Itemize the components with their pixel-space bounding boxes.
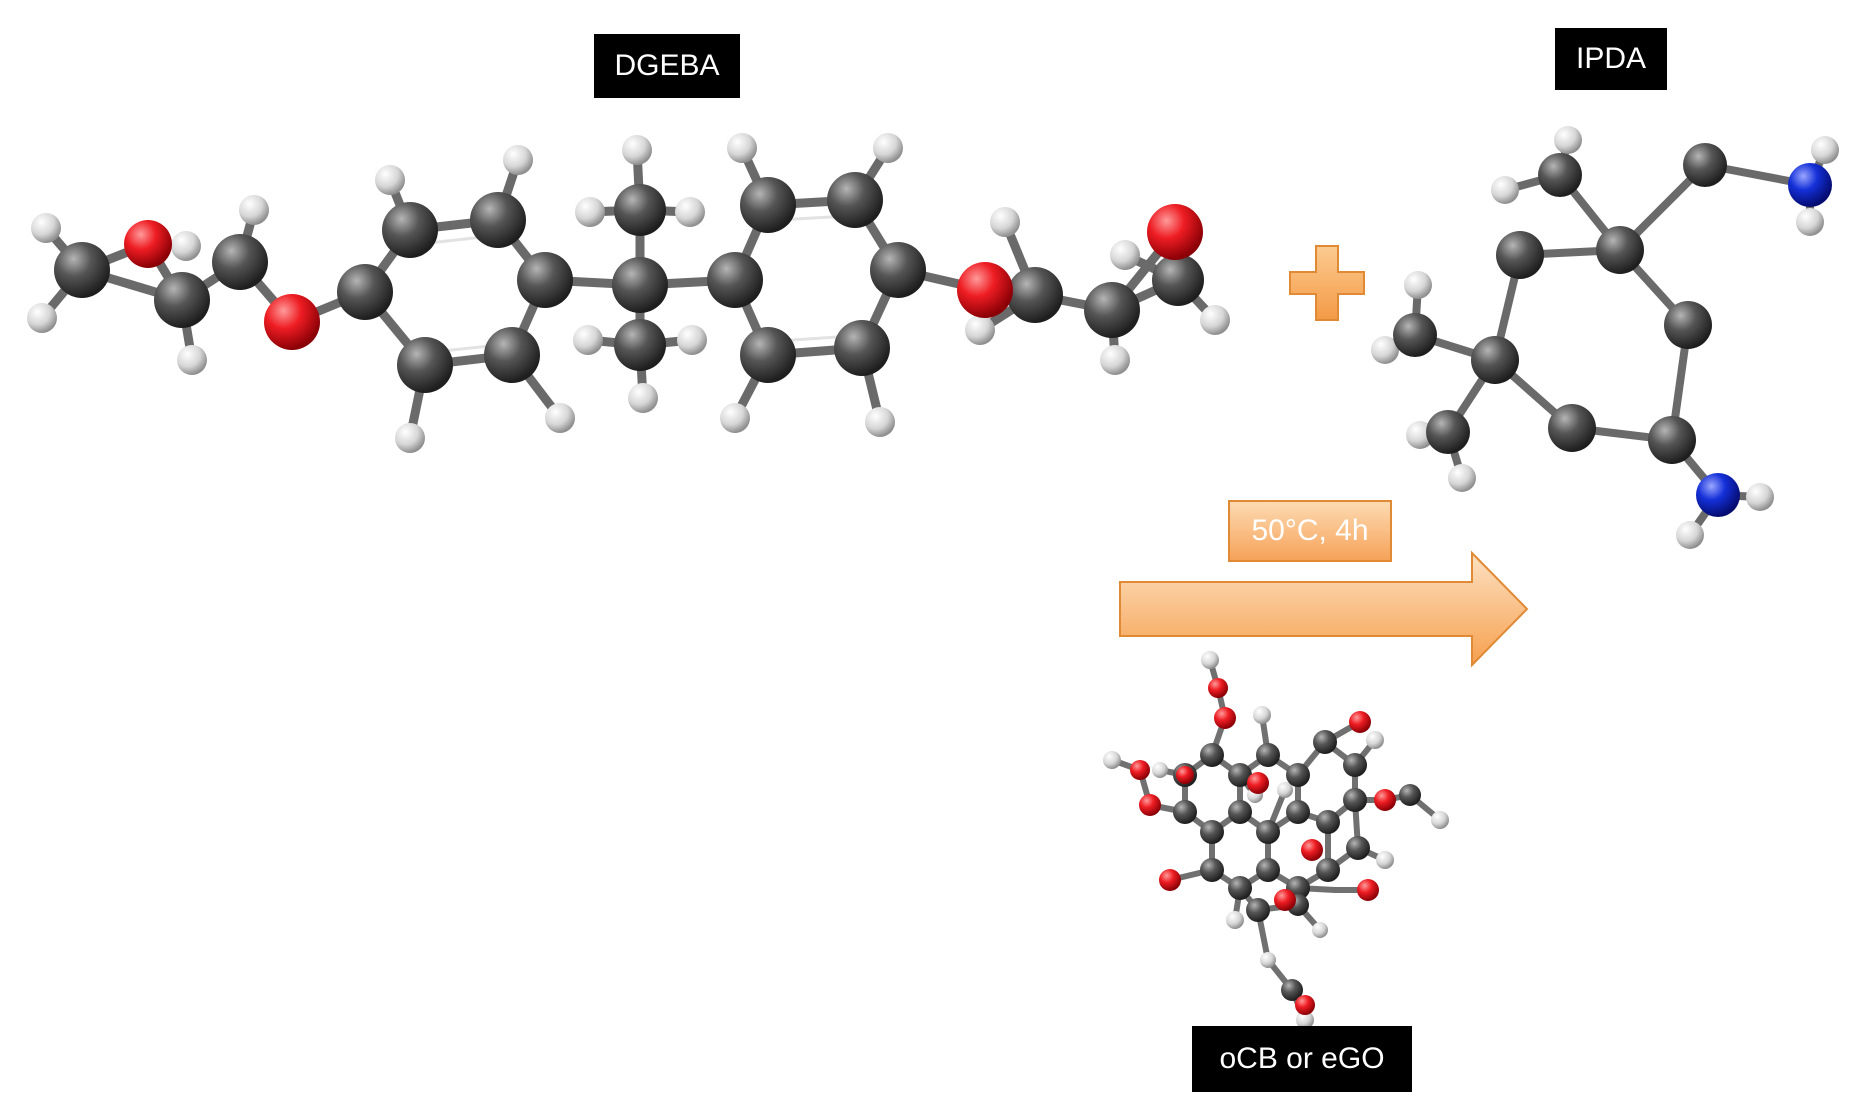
ipda-nitrogen-atoms	[1696, 163, 1832, 517]
dgeba-carbon-atoms	[54, 172, 1204, 393]
reaction-arrow-icon	[1119, 550, 1529, 668]
filler-carbon-atoms	[1173, 730, 1421, 1001]
dgeba-oxygen-atoms	[124, 204, 1203, 350]
filler-oxygen-atoms	[1130, 678, 1396, 1015]
filler-molecule	[1103, 651, 1449, 1029]
dgeba-label: DGEBA	[594, 34, 740, 98]
dgeba-molecule	[27, 133, 1230, 453]
ipda-molecule	[1371, 126, 1839, 549]
plus-icon	[1289, 245, 1365, 321]
filler-hydrogen-atoms	[1103, 651, 1449, 1029]
filler-label: oCB or eGO	[1192, 1026, 1412, 1092]
reaction-condition-label: 50°C, 4h	[1228, 500, 1392, 562]
ipda-hydrogen-atoms	[1371, 126, 1839, 549]
ipda-label: IPDA	[1555, 28, 1667, 90]
ipda-carbon-atoms	[1393, 143, 1727, 464]
dgeba-hydrogen-atoms	[27, 133, 1230, 453]
